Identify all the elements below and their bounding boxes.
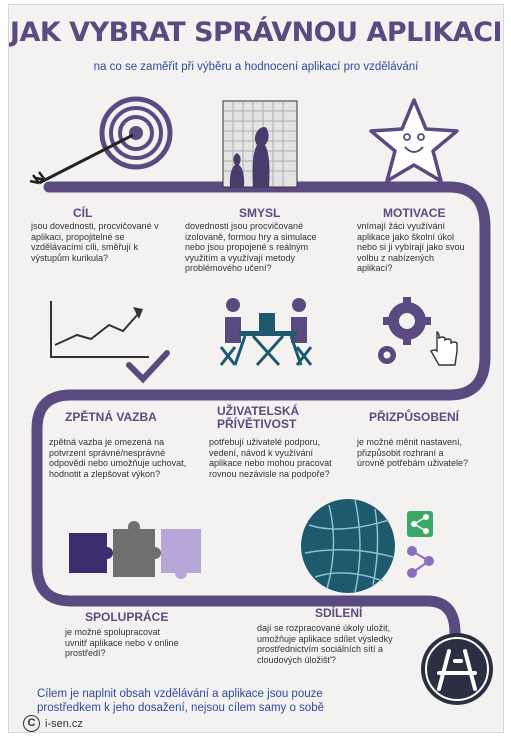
criterion-heading: ZPĚTNÁ VAZBA: [65, 410, 157, 424]
checkmark-icon: [126, 350, 170, 384]
bottom-note: Cílem je naplnit obsah vzdělávání a apli…: [37, 688, 325, 714]
meeting-icon: [219, 298, 313, 367]
criterion-heading: UŽIVATELSKÁ PŘÍVĚTIVOST: [217, 404, 300, 431]
infographic: JAK VYBRAT SPRÁVNOU APLIKACI na co se za…: [8, 4, 504, 733]
criterion-text: je možné měnit nastavení, přizpůsobit ro…: [357, 437, 469, 468]
criterion-text: vnímají žáci využívání aplikace jako ško…: [357, 221, 465, 273]
star-icon: [369, 98, 459, 183]
illustration-layer: [29, 96, 493, 705]
criterion-heading: SDÍLENÍ: [315, 606, 363, 620]
criterion-heading: PŘIZPŮSOBENÍ: [369, 410, 460, 424]
source-link[interactable]: i-sen.cz: [45, 717, 83, 730]
chart-icon: [50, 301, 149, 358]
criterion-text: zpětná vazba je omezená na potvrzení spr…: [49, 437, 187, 479]
puzzle-icon: [69, 521, 201, 579]
criterion-heading: SPOLUPRÁCE: [85, 610, 169, 624]
criterion-text: dají se rozpracované úkoly uložit, umožň…: [257, 623, 393, 665]
app-store-icon: [421, 633, 493, 705]
chess-icon: [222, 100, 298, 188]
hand-pointer-icon: [430, 331, 458, 366]
copyright: C i-sen.cz: [23, 715, 83, 732]
target-icon: [29, 96, 173, 185]
criterion-heading: SMYSL: [239, 206, 281, 220]
road-path: [31, 181, 491, 639]
page-subtitle: na co se zaměřit při výběru a hodnocení …: [93, 61, 419, 73]
criterion-heading: CÍL: [73, 206, 93, 220]
criterion-text: potřebují uživatelé podporu, vedení, náv…: [209, 437, 332, 479]
globe-icon: [301, 499, 395, 594]
criterion-text: je možné spolupracovat uvnitř aplikace n…: [65, 627, 179, 658]
criterion-heading: MOTIVACE: [383, 206, 446, 220]
gears-icon: [378, 297, 431, 364]
copyright-icon: C: [23, 715, 40, 732]
criterion-text: dovednosti jsou procvičované izolovaně, …: [185, 221, 317, 273]
page-title: JAK VYBRAT SPRÁVNOU APLIKACI: [9, 17, 503, 48]
share-icon: [407, 511, 434, 578]
criterion-text: jsou dovednosti, procvičované v aplikaci…: [31, 221, 159, 263]
